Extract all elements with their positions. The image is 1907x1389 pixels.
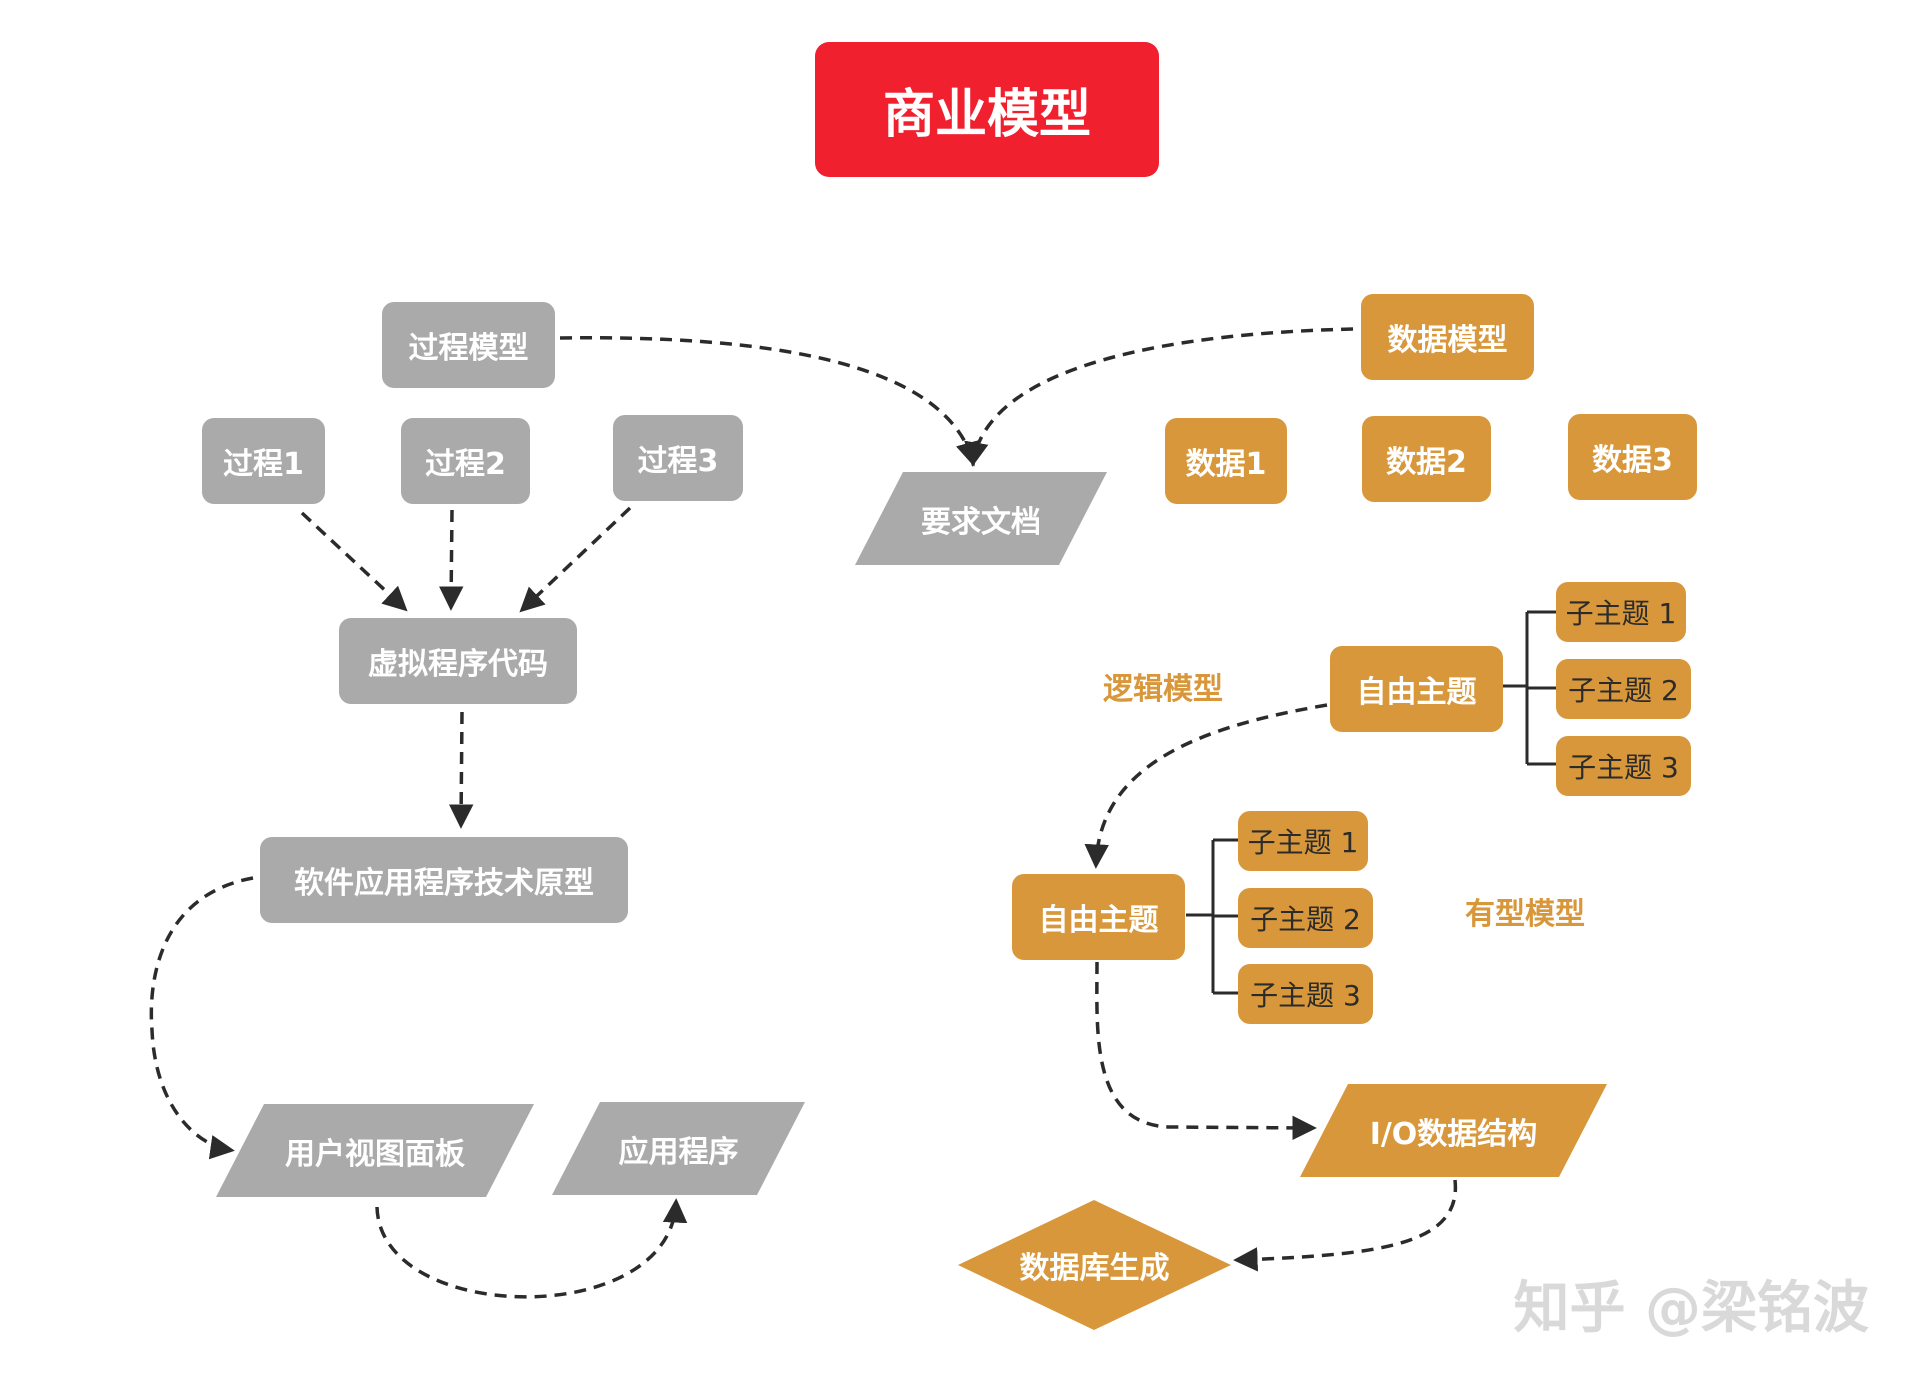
arrow-user-view-to-app: [375, 1198, 688, 1299]
logical-subtopic-1-label: 子主题 1: [1565, 597, 1677, 630]
process-3-box: 过程3: [613, 415, 743, 501]
physical-subtopic-1-label: 子主题 1: [1247, 826, 1359, 859]
application-parallelogram: 应用程序: [552, 1102, 805, 1195]
arrow-data-model-to-req-doc: [964, 327, 1354, 467]
physical-subtopic-3-label: 子主题 3: [1250, 979, 1361, 1012]
process-model-label: 过程模型: [408, 331, 529, 366]
requirements-doc-parallelogram: 要求文档: [855, 472, 1107, 565]
data-3-box: 数据3: [1568, 414, 1697, 500]
physical-subtopic-2-label: 子主题 2: [1250, 903, 1361, 936]
logical-subtopic-1: 子主题 1: [1556, 582, 1686, 642]
process-2-label: 过程2: [425, 447, 506, 482]
process-1-label: 过程1: [223, 447, 304, 482]
logical-topic-label: 自由主题: [1356, 675, 1477, 710]
physical-subtopic-1: 子主题 1: [1238, 811, 1368, 871]
application-label: 应用程序: [618, 1134, 739, 1170]
logical-subtopic-3-label: 子主题 3: [1568, 751, 1679, 784]
process-2-box: 过程2: [401, 418, 530, 504]
user-view-shape: [216, 1104, 534, 1197]
prototype-label: 软件应用程序技术原型: [294, 866, 594, 901]
user-view-parallelogram: 用户视图面板: [216, 1104, 534, 1197]
arrow-process1-to-pseudo: [300, 511, 408, 612]
logical-topic-box: 自由主题: [1330, 646, 1503, 732]
data-3-label: 数据3: [1592, 443, 1673, 478]
logical-subtopic-2: 子主题 2: [1556, 659, 1691, 719]
io-structure-label: I/O数据结构: [1369, 1116, 1538, 1152]
physical-topic-label: 自由主题: [1038, 903, 1159, 938]
data-model-box: 数据模型: [1361, 294, 1534, 380]
pseudo-code-label: 虚拟程序代码: [368, 647, 548, 682]
logical-model-label: 逻辑模型: [1103, 672, 1223, 707]
arrow-process2-to-pseudo: [438, 509, 464, 611]
physical-subtopic-3: 子主题 3: [1238, 964, 1373, 1024]
title-box: 商业模型: [815, 42, 1159, 177]
logical-subtopic-2-label: 子主题 2: [1568, 674, 1679, 707]
requirements-doc-shape: [855, 472, 1107, 565]
physical-topic-box: 自由主题: [1012, 874, 1185, 960]
data-1-box: 数据1: [1165, 418, 1287, 504]
pseudo-code-box: 虚拟程序代码: [339, 618, 577, 704]
process-model-box: 过程模型: [382, 302, 555, 388]
process-1-box: 过程1: [202, 418, 325, 504]
db-generation-diamond: 数据库生成: [958, 1200, 1231, 1330]
data-2-label: 数据2: [1386, 445, 1467, 480]
requirements-doc-label: 要求文档: [921, 504, 1041, 540]
io-structure-shape: [1300, 1084, 1607, 1177]
data-model-label: 数据模型: [1387, 323, 1508, 358]
bracket-logical-subtopics: [1500, 610, 1557, 766]
prototype-box: 软件应用程序技术原型: [260, 837, 628, 923]
physical-subtopic-2: 子主题 2: [1238, 888, 1373, 948]
data-1-label: 数据1: [1185, 447, 1267, 482]
db-generation-shape: [958, 1200, 1231, 1330]
physical-model-label: 有型模型: [1465, 897, 1585, 932]
data-2-box: 数据2: [1362, 416, 1491, 502]
arrow-pseudo-to-prototype: [448, 711, 474, 829]
bracket-physical-subtopics: [1186, 838, 1240, 995]
watermark: 知乎 @梁铭波: [1513, 1276, 1870, 1341]
io-structure-parallelogram: I/O数据结构: [1300, 1084, 1607, 1177]
process-3-label: 过程3: [637, 444, 719, 479]
db-generation-label: 数据库生成: [1019, 1251, 1170, 1286]
user-view-label: 用户视图面板: [285, 1136, 465, 1172]
application-shape: [552, 1102, 805, 1195]
arrow-process3-to-pseudo: [519, 506, 632, 613]
page-title: 商业模型: [882, 85, 1091, 145]
logical-subtopic-3: 子主题 3: [1556, 736, 1691, 796]
arrow-io-to-db: [1233, 1179, 1458, 1272]
